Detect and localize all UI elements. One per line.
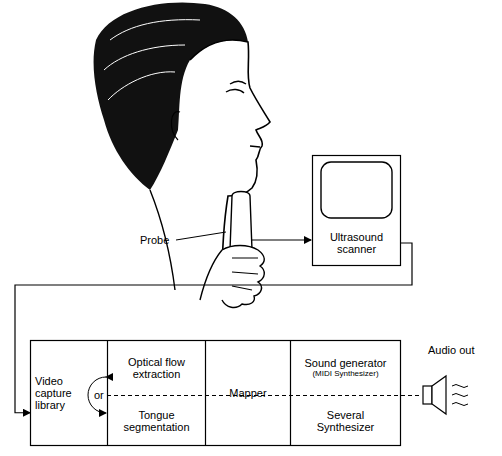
process-box: Tongue segmentation (108, 396, 205, 445)
process-box: Sound generator(MIDI Synthesizer) (291, 341, 400, 395)
node-text: Sound generator (305, 357, 387, 369)
column-lines (108, 340, 291, 446)
hair-strands (104, 20, 200, 100)
software-block (31, 341, 401, 446)
or-label: or (93, 389, 105, 401)
node-text: Mapper (229, 387, 266, 399)
scanner-screen (321, 162, 392, 218)
process-box: Several Synthesizer (291, 396, 400, 445)
node-text: Ultrasound scanner (317, 231, 396, 255)
lips (250, 146, 260, 147)
node-text: Tongue segmentation (116, 409, 197, 433)
process-box: Optical flow extraction (108, 341, 205, 395)
probe-cable (252, 239, 311, 240)
speaker (423, 386, 432, 404)
hand (200, 246, 264, 308)
probe (230, 192, 252, 251)
node-text: Several Synthesizer (303, 409, 388, 433)
leader-line (176, 232, 226, 240)
process-box: Mapper (206, 341, 290, 445)
capture-box: Video capture library (31, 341, 93, 445)
output-label: Audio out (428, 344, 474, 356)
or-arc (88, 377, 106, 413)
hair (94, 3, 248, 191)
node-text: Video capture library (35, 375, 89, 411)
node-text: Optical flow extraction (116, 356, 197, 380)
video-cable (15, 243, 412, 413)
speaker-cone (432, 376, 446, 414)
node-text: (MIDI Synthesizer) (312, 369, 378, 379)
eye (226, 81, 246, 93)
part-label: Probe (140, 234, 169, 246)
sound-waves (452, 385, 468, 406)
scanner-box: Ultrasound scanner (313, 222, 400, 264)
ear (171, 112, 180, 140)
scanner-housing (313, 156, 401, 266)
